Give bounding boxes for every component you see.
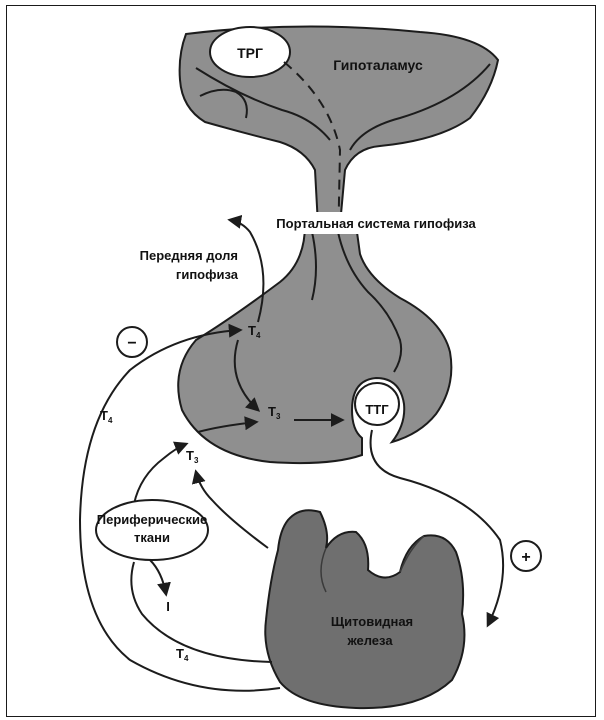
t4-left-label: T4	[100, 408, 113, 425]
ttg-label: ТТГ	[365, 402, 389, 417]
trg-label: ТРГ	[237, 45, 263, 61]
t4-bottom-label: T4	[176, 646, 189, 663]
peripheral-label-1: Периферические	[97, 512, 207, 527]
anterior-lobe-label-1: Передняя доля	[140, 248, 238, 263]
thyroid-shape	[265, 510, 464, 708]
peripheral-to-t3-path	[134, 444, 186, 504]
peripheral-to-iodine-arrow	[150, 560, 166, 594]
plus-sign: +	[521, 549, 530, 566]
iodine-label: I	[166, 599, 170, 614]
thyroid-label-2: железа	[346, 633, 393, 648]
thyroid-label-1: Щитовидная	[331, 614, 413, 629]
t3-blood-label: T3	[186, 448, 199, 465]
anterior-lobe-label-2: гипофиза	[176, 267, 239, 282]
hypothalamus-label: Гипоталамус	[333, 57, 423, 73]
peripheral-label-2: ткани	[134, 530, 170, 545]
portal-system-label: Портальная система гипофиза	[276, 216, 476, 231]
minus-sign: −	[127, 335, 136, 352]
thyroid-to-peripheral-path	[131, 562, 272, 662]
